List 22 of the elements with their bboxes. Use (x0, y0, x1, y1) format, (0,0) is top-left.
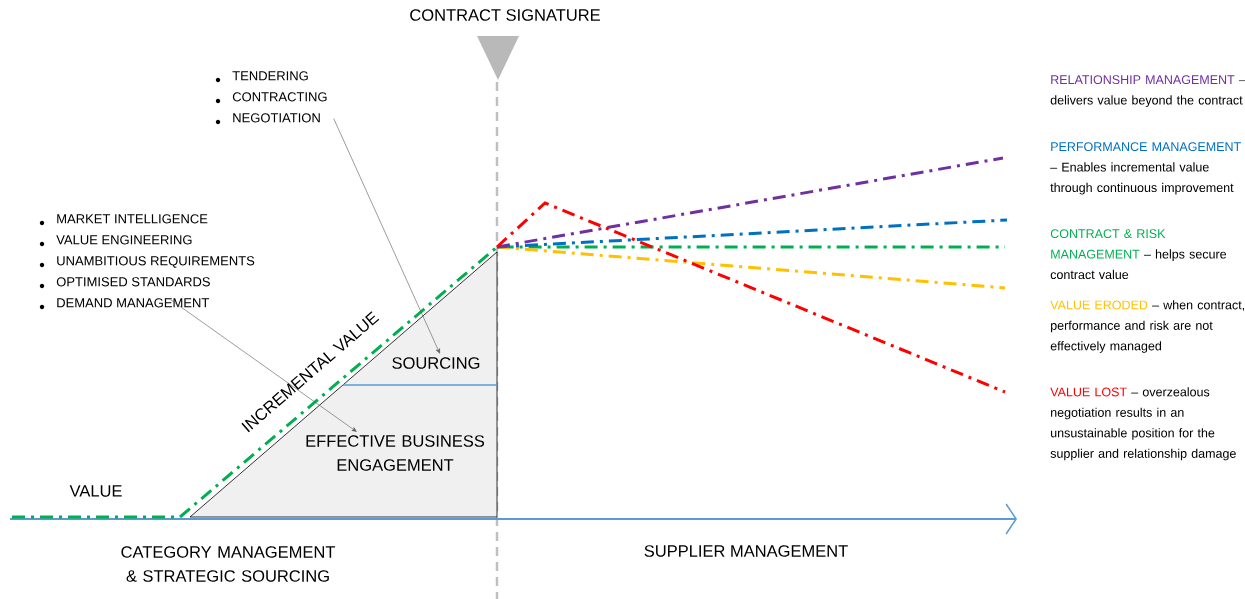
phase-label: SUPPLIER MANAGEMENT (644, 545, 848, 557)
axis-label: VALUE (69, 485, 122, 497)
node-label: DEMAND MANAGEMENT (57, 298, 210, 308)
node-label: MARKET INTELLIGENCE (57, 214, 208, 224)
node-label: TENDERING (232, 71, 308, 81)
annotation-text: CONTRACT & RISK MANAGEMENT – helps secure contract value (1050, 229, 1227, 280)
leader-line (333, 118, 440, 354)
node-label: VALUE ENGINEERING (56, 235, 192, 245)
node-label: SOURCING (392, 357, 480, 369)
node-label: OPTIMISED STANDARDS (56, 277, 210, 287)
annotation-text: RELATIONSHIP MANAGEMENT – delivers value beyond the contract (1050, 75, 1245, 107)
bullet-list: TENDERING CONTRACTING NEGOTIATION (215, 71, 327, 125)
leader-line (170, 299, 357, 432)
annotation-text: VALUE ERODED – when contract, performance and risk are not effectively managed (1050, 300, 1245, 353)
annotation-text: PERFORMANCE MANAGEMENT – Enables incremental value through continuous improvement (1050, 142, 1241, 195)
node-label: CONTRACTING (232, 92, 327, 102)
annotation-text: VALUE LOST – overzealous negotiation results in an unsustainable position for the supplier and relationship damage (1050, 387, 1236, 461)
node-label: UNAMBITIOUS REQUIREMENTS (57, 256, 255, 268)
marker-label: CONTRACT SIGNATURE (410, 9, 600, 21)
node-label: NEGOTIATION (233, 113, 320, 123)
bullet-list: MARKET INTELLIGENCE VALUE ENGINEERING UNAMBITIOUS REQUIREMENTS OPTIMISED STANDARDS DEMAND MANAGEMENT (39, 214, 255, 310)
phase-label: CATEGORY MANAGEMENT & STRATEGIC SOURCING (121, 546, 336, 582)
